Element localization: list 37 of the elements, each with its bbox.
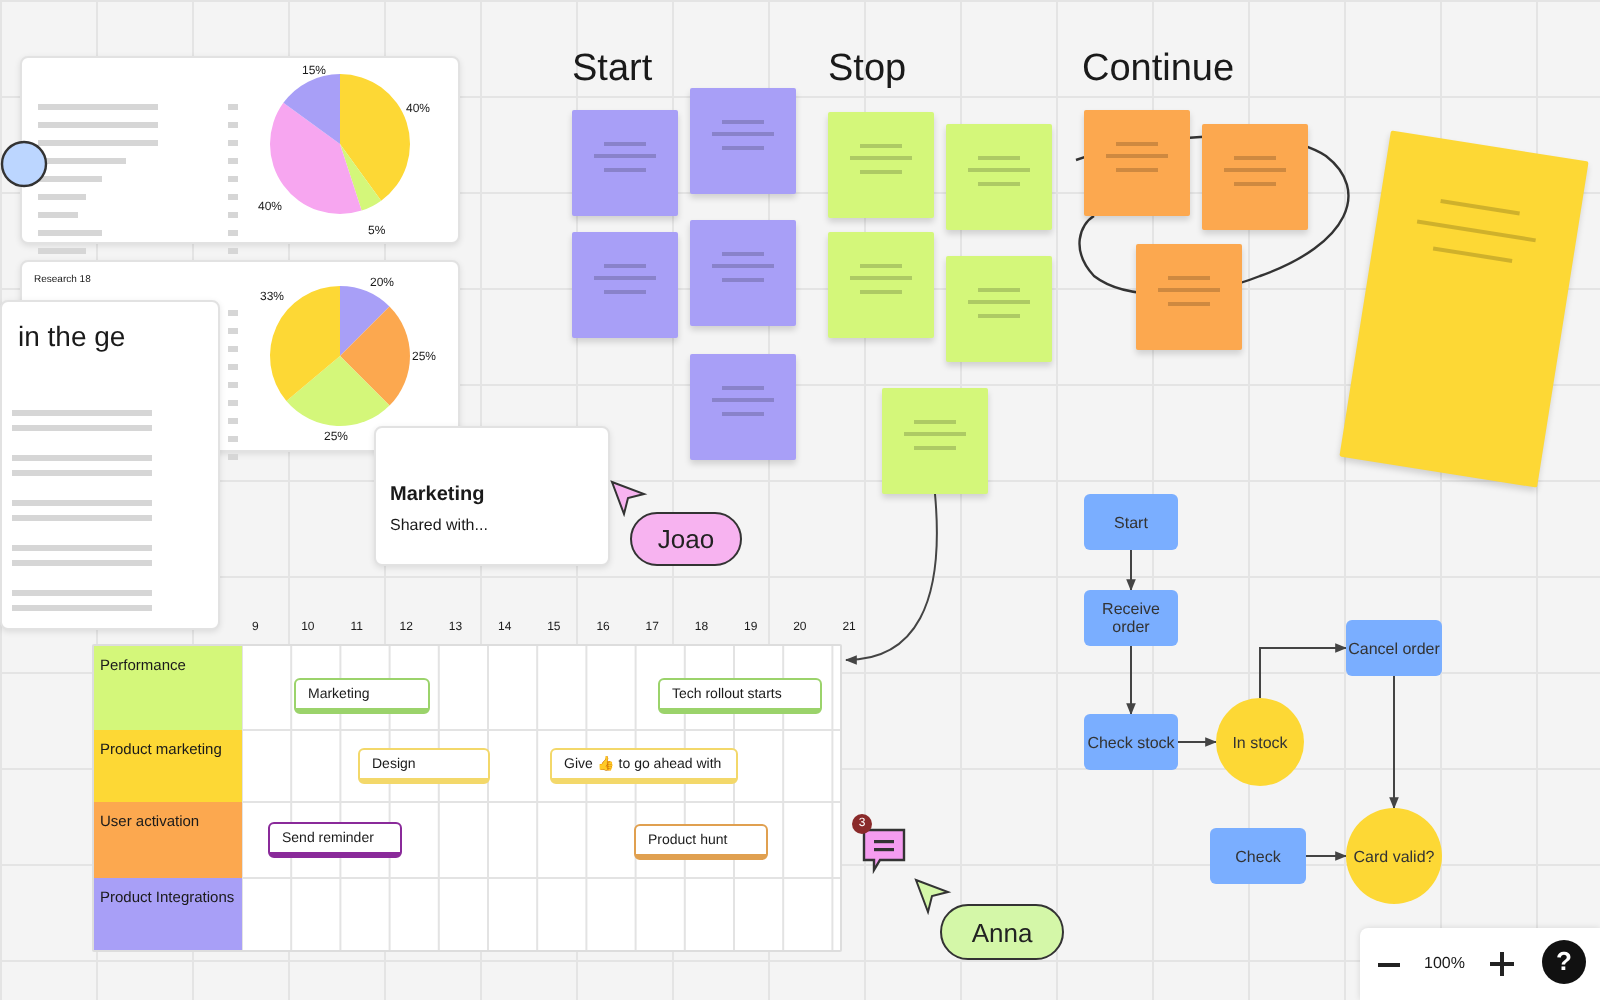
sticky-note — [1202, 124, 1308, 230]
decision-circle: Card valid? — [1346, 808, 1442, 904]
sticky-note — [572, 110, 678, 216]
arrow — [844, 493, 938, 664]
sticky-note — [690, 354, 796, 460]
sticky-note — [1084, 110, 1190, 216]
sticky-note — [690, 88, 796, 194]
sticky-note — [690, 220, 796, 326]
process-box: Check — [1210, 828, 1306, 884]
sticky-note — [1136, 244, 1242, 350]
sticky-note — [572, 232, 678, 338]
cursor-name-tag: Anna — [940, 904, 1064, 960]
sticky-note — [828, 112, 934, 218]
card-subtitle: Shared with... — [390, 516, 490, 534]
cursor-name-tag: Joao — [630, 512, 742, 566]
gantt-chart — [92, 644, 842, 952]
process-box: Check stock — [1084, 714, 1178, 770]
sticky-note — [882, 388, 988, 494]
arrow — [1177, 737, 1218, 747]
process-box: Cancel order — [1346, 620, 1442, 676]
arrow — [1259, 643, 1348, 699]
column-heading: Continue — [1082, 48, 1235, 92]
card-title: Marketing — [390, 484, 487, 506]
sticky-note — [946, 124, 1052, 230]
sticky-note — [946, 256, 1052, 362]
process-box: Start — [1084, 494, 1178, 550]
column-heading: Stop — [828, 48, 907, 92]
arrow — [1389, 675, 1399, 810]
arrow — [1126, 549, 1136, 592]
column-heading: Start — [572, 48, 653, 92]
file-card — [374, 426, 610, 566]
decision-circle: In stock — [1216, 698, 1304, 786]
process-box: Receive order — [1084, 590, 1178, 646]
zoom-level: 100% — [1424, 954, 1465, 972]
arrow — [1305, 851, 1348, 861]
sticky-note — [828, 232, 934, 338]
arrow — [1126, 645, 1136, 716]
